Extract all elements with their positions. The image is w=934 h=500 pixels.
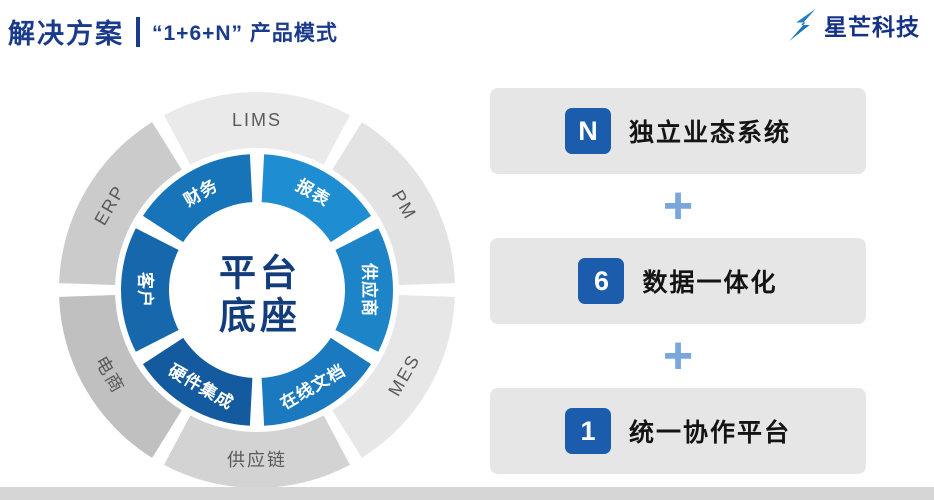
bottom-bar: [0, 487, 934, 500]
outer-ring-segment: [164, 415, 350, 488]
outer-ring-segment: [59, 294, 182, 458]
plus-separator: +: [662, 177, 694, 235]
inner-ring-segment: [261, 154, 372, 243]
page-subtitle: “1+6+N” 产品模式: [152, 21, 338, 45]
card-badge-1: 1: [564, 408, 611, 454]
inner-ring-label: 客户: [136, 271, 156, 308]
card-independent-systems: N 独立业态系统: [490, 88, 866, 174]
card-badge-6: 6: [578, 258, 625, 304]
inner-ring-segment: [120, 228, 179, 352]
brand-logo-icon: [789, 8, 816, 42]
inner-ring-segment: [335, 228, 394, 352]
outer-ring-segment: [332, 294, 455, 458]
donut-center-circle: [171, 204, 343, 376]
title-separator: [136, 16, 140, 47]
inner-ring-segment: [261, 337, 372, 426]
outer-ring-label: LIMS: [232, 110, 282, 130]
header: 解决方案 “1+6+N” 产品模式: [8, 12, 338, 51]
outer-ring-segment: [164, 92, 350, 165]
outer-ring-label: 供应链: [227, 450, 287, 470]
card-label: 统一协作平台: [628, 419, 791, 447]
card-label: 数据一体化: [642, 269, 778, 297]
product-mode-panel: N 独立业态系统 + 6 数据一体化 + 1 统一协作平台: [490, 88, 866, 474]
outer-ring-segment: [59, 122, 182, 286]
outer-ring-segment: [332, 122, 455, 286]
donut-center-title: 底座: [219, 296, 301, 337]
card-data-integration: 6 数据一体化: [490, 238, 866, 324]
card-unified-platform: 1 统一协作平台: [490, 388, 866, 474]
donut-center-title: 平台: [219, 253, 301, 294]
page-title: 解决方案: [8, 19, 124, 49]
brand-name: 星芒科技: [824, 14, 920, 40]
inner-ring-segment: [142, 154, 253, 243]
plus-separator: +: [662, 327, 694, 385]
inner-ring-segment: [142, 337, 253, 426]
card-badge-n: N: [564, 108, 611, 154]
inner-ring-label: 供应商: [360, 262, 380, 317]
card-label: 独立业态系统: [628, 119, 791, 147]
brand: 星芒科技: [785, 8, 920, 42]
